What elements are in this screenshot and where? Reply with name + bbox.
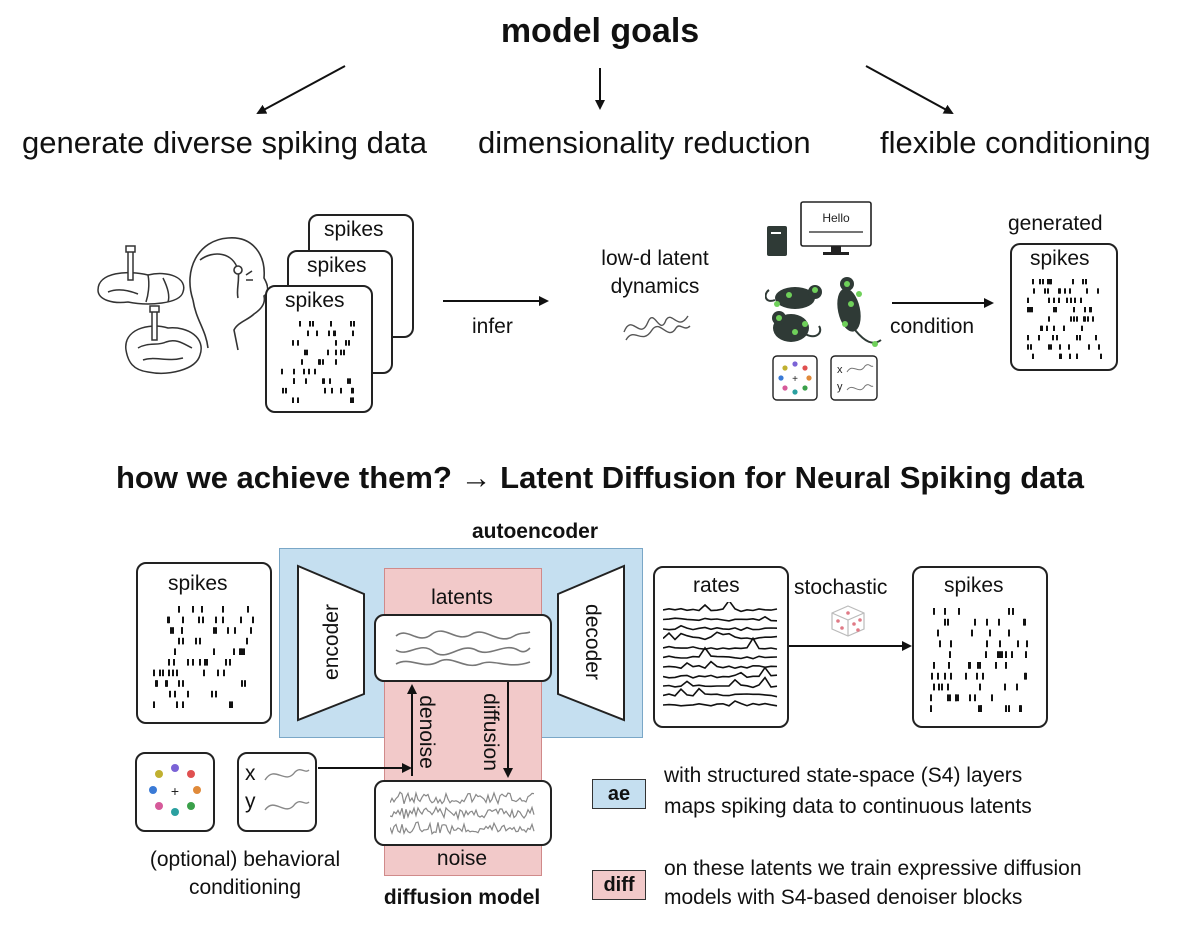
reach-target-dots: + — [778, 361, 812, 395]
svg-text:+: + — [792, 374, 798, 385]
conditioning-label-2: conditioning — [188, 876, 302, 899]
svg-text:+: + — [171, 783, 179, 799]
latent-trajectory-icon — [623, 315, 691, 341]
denoise-label: denoise — [415, 695, 438, 769]
goal-dim-reduction: dimensionality reduction — [478, 125, 811, 160]
generated-spike-card: spikes — [1010, 243, 1118, 371]
spike-card-back-label: spikes — [324, 218, 384, 241]
rate-trace — [663, 646, 778, 660]
noise-traces — [390, 790, 535, 836]
encoder-label: encoder — [320, 604, 343, 680]
rate-trace — [663, 636, 778, 651]
generated-spikes-label: spikes — [1030, 247, 1090, 270]
behavior-x-small: x — [837, 364, 843, 376]
spike-card-middle-label: spikes — [307, 254, 367, 277]
spike-raster — [281, 321, 355, 403]
reach-target-dots-large: + — [149, 764, 201, 816]
diffusion-label: diffusion — [479, 693, 502, 771]
latents-box — [374, 614, 552, 682]
behavior-x-label: x — [245, 762, 256, 785]
rate-traces — [663, 602, 778, 707]
rate-trace — [663, 700, 778, 707]
goal-generate: generate diverse spiking data — [22, 125, 427, 160]
noise-box — [374, 780, 552, 846]
input-spikes-label: spikes — [168, 572, 228, 595]
goal-conditioning: flexible conditioning — [880, 125, 1151, 160]
generated-label: generated — [1008, 212, 1103, 235]
input-spike-card: spikes — [136, 562, 272, 724]
legend-ae-key: ae — [592, 779, 646, 809]
rate-trace — [663, 687, 778, 698]
spike-card-front: spikes — [265, 285, 373, 413]
behavior-traces — [264, 769, 310, 811]
rates-card: rates — [653, 566, 789, 728]
input-spike-raster — [153, 606, 254, 708]
stochastic-label: stochastic — [794, 576, 888, 599]
noise-trace — [390, 805, 535, 821]
primate-brain-icon — [125, 305, 202, 374]
autoencoder-label: autoencoder — [471, 520, 599, 543]
mouse-icons — [765, 277, 882, 344]
conditioning-label-1: (optional) behavioral — [149, 848, 341, 871]
decoder-label: decoder — [581, 604, 604, 680]
rate-trace — [663, 631, 778, 641]
encoder-block — [297, 564, 365, 722]
page-title: model goals — [500, 12, 700, 50]
condition-label: condition — [890, 315, 975, 338]
rate-trace — [663, 624, 778, 632]
dice-icon — [831, 605, 865, 637]
rate-trace — [663, 666, 778, 679]
human-head-icon — [189, 237, 268, 351]
latent-dynamics-label-1: low-d latent — [601, 247, 709, 270]
noise-trace — [390, 790, 535, 806]
rate-trace — [663, 602, 778, 613]
diffusion-model-label: diffusion model — [383, 886, 541, 909]
generated-spike-raster — [1027, 279, 1102, 359]
legend-ae-line-1: with structured state-space (S4) layers — [664, 764, 1023, 787]
infer-label: infer — [472, 315, 513, 338]
output-spike-card: spikes — [912, 566, 1048, 728]
rates-label: rates — [693, 574, 740, 597]
legend-diff-line-2: models with S4-based denoiser blocks — [664, 886, 1023, 909]
recording-subjects-illustration — [97, 237, 268, 374]
reach-target-card: + — [135, 752, 215, 832]
decoder-block — [557, 564, 625, 722]
noise-trace — [390, 821, 535, 836]
output-spikes-label: spikes — [944, 574, 1004, 597]
legend-ae-line-2: maps spiking data to continuous latents — [664, 795, 1032, 818]
monitor-text: Hello — [822, 211, 850, 225]
latents-label: latents — [431, 586, 493, 609]
behavior-card: x y — [237, 752, 317, 832]
latent-dynamics-label-2: dynamics — [610, 275, 700, 298]
behavior-y-label: y — [245, 790, 256, 813]
conditioning-sources: Hello + x y — [765, 201, 882, 401]
noise-label: noise — [436, 847, 488, 870]
goal-arrow-left — [256, 65, 346, 114]
legend-diff-key: diff — [592, 870, 646, 900]
pose-markers — [774, 281, 878, 347]
computer-icon: Hello — [767, 201, 872, 256]
rodent-brain-icon — [97, 245, 185, 305]
output-spike-raster — [930, 608, 1028, 712]
latent-traces — [395, 630, 531, 667]
rate-trace — [663, 660, 778, 670]
section-title: how we achieve them? → Latent Diffusion … — [115, 460, 1085, 495]
behavior-card-small — [830, 355, 878, 401]
spike-card-front-label: spikes — [285, 289, 345, 312]
behavior-y-small: y — [837, 381, 843, 393]
rate-trace — [663, 615, 778, 622]
goal-arrow-right — [865, 65, 954, 114]
rate-trace — [663, 676, 778, 689]
legend-diff-line-1: on these latents we train expressive dif… — [664, 857, 1082, 880]
